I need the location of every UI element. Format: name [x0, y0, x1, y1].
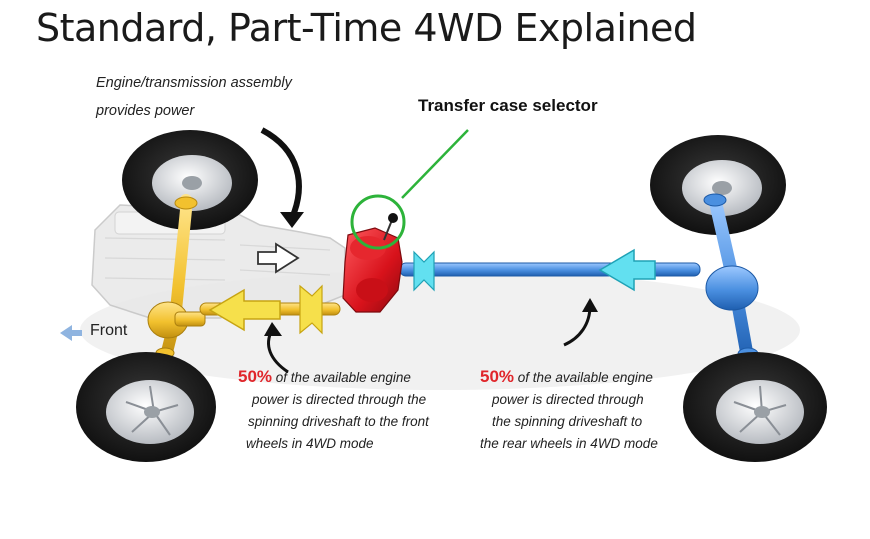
front-note-line3: spinning driveshaft to the front: [248, 414, 429, 429]
rear-differential: [705, 265, 759, 311]
rear-note-line2: power is directed through: [492, 392, 644, 407]
front-note-percent: 50%: [238, 367, 273, 386]
front-driveshaft: [199, 284, 341, 335]
rear-note-line1: of the available engine: [517, 370, 653, 385]
rear-note-arrow: [563, 298, 598, 347]
front-right-wheel: [76, 352, 216, 462]
rear-driveshaft: [399, 248, 701, 292]
front-left-wheel: [122, 130, 258, 230]
front-note-line4: wheels in 4WD mode: [246, 436, 374, 451]
selector-ring: [350, 194, 406, 250]
power-arrow-icon: [257, 242, 300, 274]
selector-label: Transfer case selector: [418, 96, 598, 115]
rear-drive-arrow-icon: [598, 248, 656, 292]
engine-note-line2: provides power: [96, 103, 195, 119]
front-note-line1: of the available engine: [275, 370, 411, 385]
front-note: 50% of the available engine power is dir…: [238, 366, 429, 455]
rear-note-percent: 50%: [480, 367, 515, 386]
selector-knob: [388, 213, 398, 223]
front-note-line2: power is directed through the: [252, 392, 427, 407]
rear-note-line3: the spinning driveshaft to: [492, 414, 643, 429]
front-note-arrow: [264, 322, 289, 374]
front-axle: [147, 194, 206, 366]
rear-right-wheel: [683, 352, 827, 462]
engine-note: Engine/transmission assembly provides po…: [96, 69, 292, 125]
rear-axle: [703, 193, 759, 367]
front-drive-arrow-icon: [208, 288, 281, 332]
engine-note-line1: Engine/transmission assembly: [96, 75, 292, 91]
rear-note: 50% of the available engine power is dir…: [480, 366, 658, 455]
page-title: Standard, Part-Time 4WD Explained: [36, 6, 697, 50]
engine-curve-arrow: [260, 127, 304, 228]
transfer-case: [342, 213, 403, 313]
rear-left-wheel: [650, 135, 786, 235]
selector-pointer-line: [401, 129, 469, 199]
front-label: Front: [90, 322, 128, 339]
front-arrow-icon: [60, 325, 82, 341]
rear-note-line4: the rear wheels in 4WD mode: [480, 436, 658, 451]
